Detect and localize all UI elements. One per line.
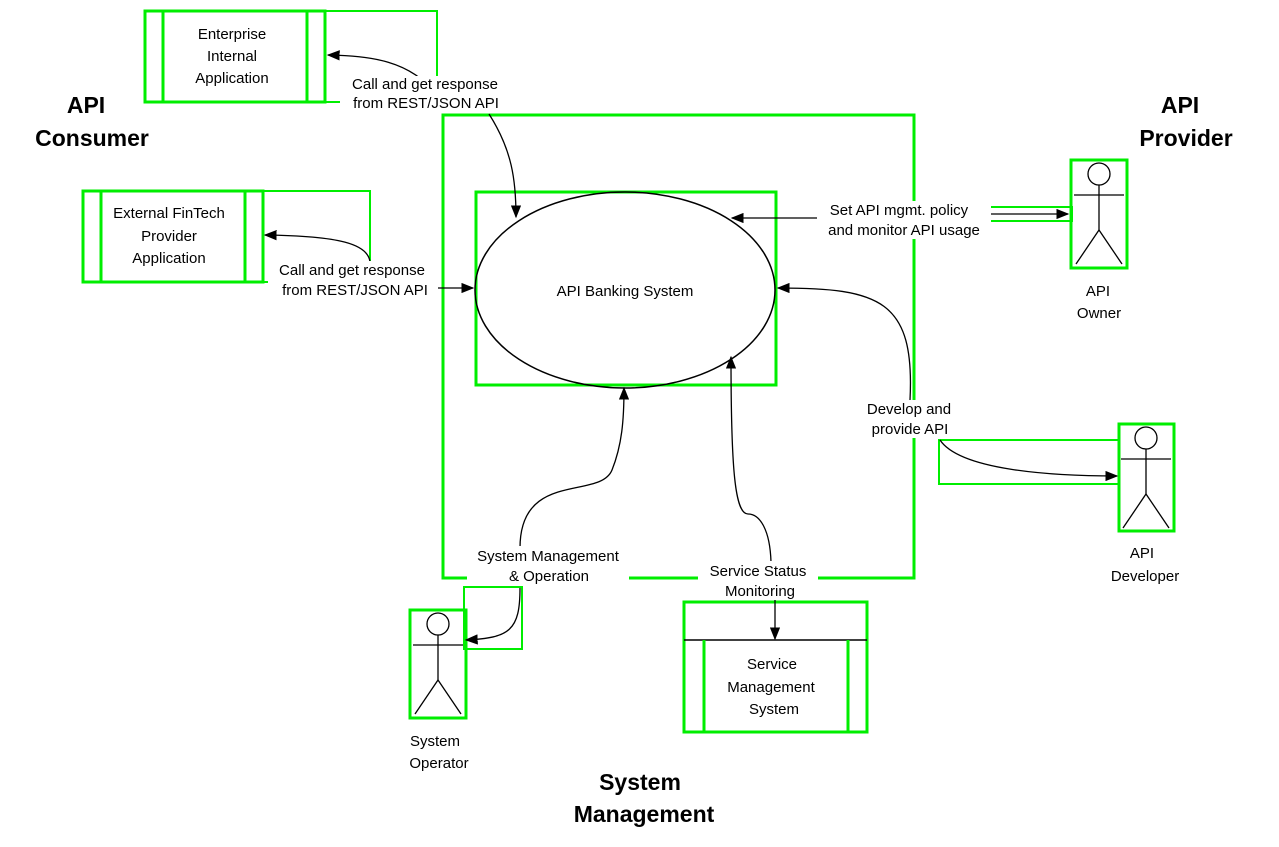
svg-text:Monitoring: Monitoring xyxy=(725,583,795,600)
svg-text:from REST/JSON API: from REST/JSON API xyxy=(282,282,428,299)
fintech-response-arrow xyxy=(263,229,371,263)
svg-text:API: API xyxy=(67,92,105,118)
svg-text:& Operation: & Operation xyxy=(509,568,589,585)
svg-text:Provider: Provider xyxy=(1139,125,1232,151)
fintech-call-label: Call and get response from REST/JSON API xyxy=(268,261,438,299)
svg-text:API: API xyxy=(1130,545,1154,562)
svg-text:Enterprise: Enterprise xyxy=(198,26,266,43)
svg-text:Provider: Provider xyxy=(141,228,197,245)
api-provider-heading: API Provider xyxy=(1139,92,1232,151)
developer-flow-highlight xyxy=(938,439,1120,485)
svg-text:Internal: Internal xyxy=(207,48,257,65)
developer-provide-label: Develop and provide API xyxy=(859,400,957,438)
system-management-heading: System Management xyxy=(574,769,715,827)
svg-text:Management: Management xyxy=(574,801,715,827)
svg-text:Call and get response: Call and get response xyxy=(352,76,498,93)
svg-text:Developer: Developer xyxy=(1111,568,1179,585)
svg-text:Management: Management xyxy=(727,679,815,696)
status-monitor-arrow xyxy=(725,355,772,563)
system-operator-actor: System Operator xyxy=(408,608,469,772)
svg-text:Service Status: Service Status xyxy=(710,563,807,580)
developer-flow-arrow xyxy=(939,439,1119,482)
svg-text:System: System xyxy=(749,701,799,718)
svg-text:Consumer: Consumer xyxy=(35,125,149,151)
api-owner-actor: API Owner xyxy=(1069,158,1129,322)
svg-text:provide API: provide API xyxy=(872,421,949,438)
svg-text:Set API mgmt. policy: Set API mgmt. policy xyxy=(830,202,969,219)
api-developer-actor: API Developer xyxy=(1111,422,1179,585)
enterprise-call-label: Call and get response from REST/JSON API xyxy=(340,76,510,112)
operator-return-arrow xyxy=(464,587,521,645)
status-monitor-label: Service Status Monitoring xyxy=(698,561,818,600)
svg-text:System Management: System Management xyxy=(477,548,620,565)
api-banking-boundary xyxy=(441,113,916,580)
enterprise-app-node: Enterprise Internal Application xyxy=(143,9,327,104)
svg-text:API: API xyxy=(1161,92,1199,118)
svg-text:Develop and: Develop and xyxy=(867,401,951,418)
svg-text:Operator: Operator xyxy=(409,755,468,772)
operator-ops-arrow xyxy=(519,386,630,549)
operator-ops-label: System Management & Operation xyxy=(467,546,629,585)
svg-text:System: System xyxy=(599,769,681,795)
svg-text:API: API xyxy=(1086,283,1110,300)
api-banking-system-label: API Banking System xyxy=(557,283,694,300)
developer-provide-arrow xyxy=(776,282,912,401)
svg-text:Call and get response: Call and get response xyxy=(279,262,425,279)
owner-policy-label: Set API mgmt. policy and monitor API usa… xyxy=(817,201,991,239)
api-consumer-heading: API Consumer xyxy=(35,92,149,151)
svg-text:Application: Application xyxy=(132,250,205,267)
svg-text:Owner: Owner xyxy=(1077,305,1121,322)
svg-text:System: System xyxy=(410,733,460,750)
svg-text:and monitor API usage: and monitor API usage xyxy=(828,222,980,239)
svg-text:Service: Service xyxy=(747,656,797,673)
svg-text:Application: Application xyxy=(195,70,268,87)
fintech-app-node: External FinTech Provider Application xyxy=(81,189,265,284)
operator-flow-highlight xyxy=(463,586,523,650)
svg-text:from REST/JSON API: from REST/JSON API xyxy=(353,95,499,112)
enterprise-request-arrow xyxy=(488,113,522,219)
svg-text:External FinTech: External FinTech xyxy=(113,205,225,222)
